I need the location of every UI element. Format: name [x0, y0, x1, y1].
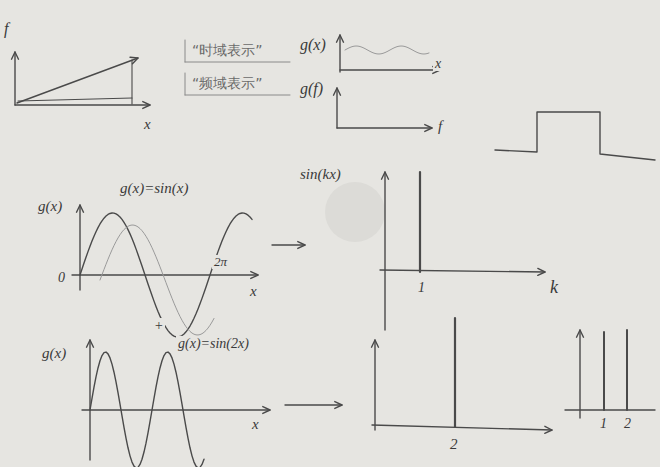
axis-arrow [384, 172, 385, 330]
arrow-head [251, 272, 258, 279]
axis-label: g(x) [40, 345, 68, 362]
handwritten-note: “频域表示” [190, 76, 265, 91]
arrow-head [577, 330, 584, 337]
arrow-head [87, 340, 94, 347]
axis-arrow [89, 340, 90, 460]
note-box [185, 40, 186, 62]
axis-arrow [579, 330, 580, 418]
axis-arrow [374, 340, 375, 430]
axis-label: + [152, 318, 165, 333]
axis-label: k [548, 278, 560, 298]
arrow-head [372, 340, 379, 347]
sine-curve [345, 46, 429, 54]
axis-label: sin(kx) [298, 166, 343, 183]
arrow-head [538, 268, 545, 275]
axis-label: 1 [598, 416, 609, 431]
note-box [185, 95, 290, 96]
sine-curve [100, 225, 214, 335]
axis-arrow [15, 104, 150, 105]
axis-label: g(x) [298, 36, 328, 54]
arrow-head [298, 242, 305, 249]
axis-arrow [72, 274, 258, 275]
arrow-head [143, 102, 150, 109]
sine-curve [80, 213, 252, 337]
spectrum-spike [603, 332, 605, 410]
axis-label: x [248, 283, 259, 300]
arrow-head [545, 426, 552, 433]
axis-label: f [2, 20, 10, 38]
axis-arrow [372, 425, 552, 430]
pulse-curve [495, 112, 655, 160]
handwritten-note: “时域表示” [190, 43, 265, 58]
sine-curve [90, 352, 204, 467]
pencil-line [18, 98, 132, 101]
spectrum-spike [626, 330, 628, 410]
pencil-line [565, 409, 655, 410]
arrow-head [130, 57, 138, 64]
arrow-head [335, 402, 342, 409]
arrow-head [263, 407, 270, 414]
axis-label: g(x) [36, 198, 64, 215]
axis-label: 1 [416, 280, 427, 295]
arrow-head [77, 205, 84, 212]
axis-label: 2 [448, 436, 460, 453]
map-arrow [272, 244, 305, 245]
arrow-head [334, 88, 341, 95]
map-arrow [285, 404, 342, 405]
spectrum-spike [454, 318, 456, 427]
arrow-head [425, 125, 432, 132]
spectrum-spike [419, 172, 421, 272]
axis-arrow [337, 127, 432, 128]
axis-arrow [340, 69, 440, 70]
axis-arrow [336, 88, 337, 128]
axis-label: g(x)=sin(2x) [176, 336, 251, 351]
axis-label: x [433, 56, 443, 71]
axis-label: x [250, 416, 261, 433]
pencil-line [131, 60, 132, 104]
axis-label: g(f) [298, 80, 325, 98]
axis-arrow [79, 205, 80, 290]
axis-arrow [14, 52, 15, 105]
axis-label: x [142, 116, 153, 133]
axis-arrow [380, 270, 545, 272]
note-box [185, 62, 290, 63]
axis-label: f [436, 118, 444, 135]
note-box [185, 73, 186, 95]
axis-arrow [82, 409, 270, 410]
arrow-head [337, 35, 344, 42]
arrow-head [12, 52, 19, 59]
vector-arrow [17, 58, 138, 103]
smudge [325, 182, 385, 242]
axis-label: 2 [622, 416, 633, 431]
arrow-head [382, 172, 389, 179]
axis-arrow [339, 35, 340, 72]
axis-label: 2π [212, 255, 229, 269]
axis-label: g(x)=sin(x) [118, 180, 190, 197]
axis-label: 0 [56, 270, 67, 285]
